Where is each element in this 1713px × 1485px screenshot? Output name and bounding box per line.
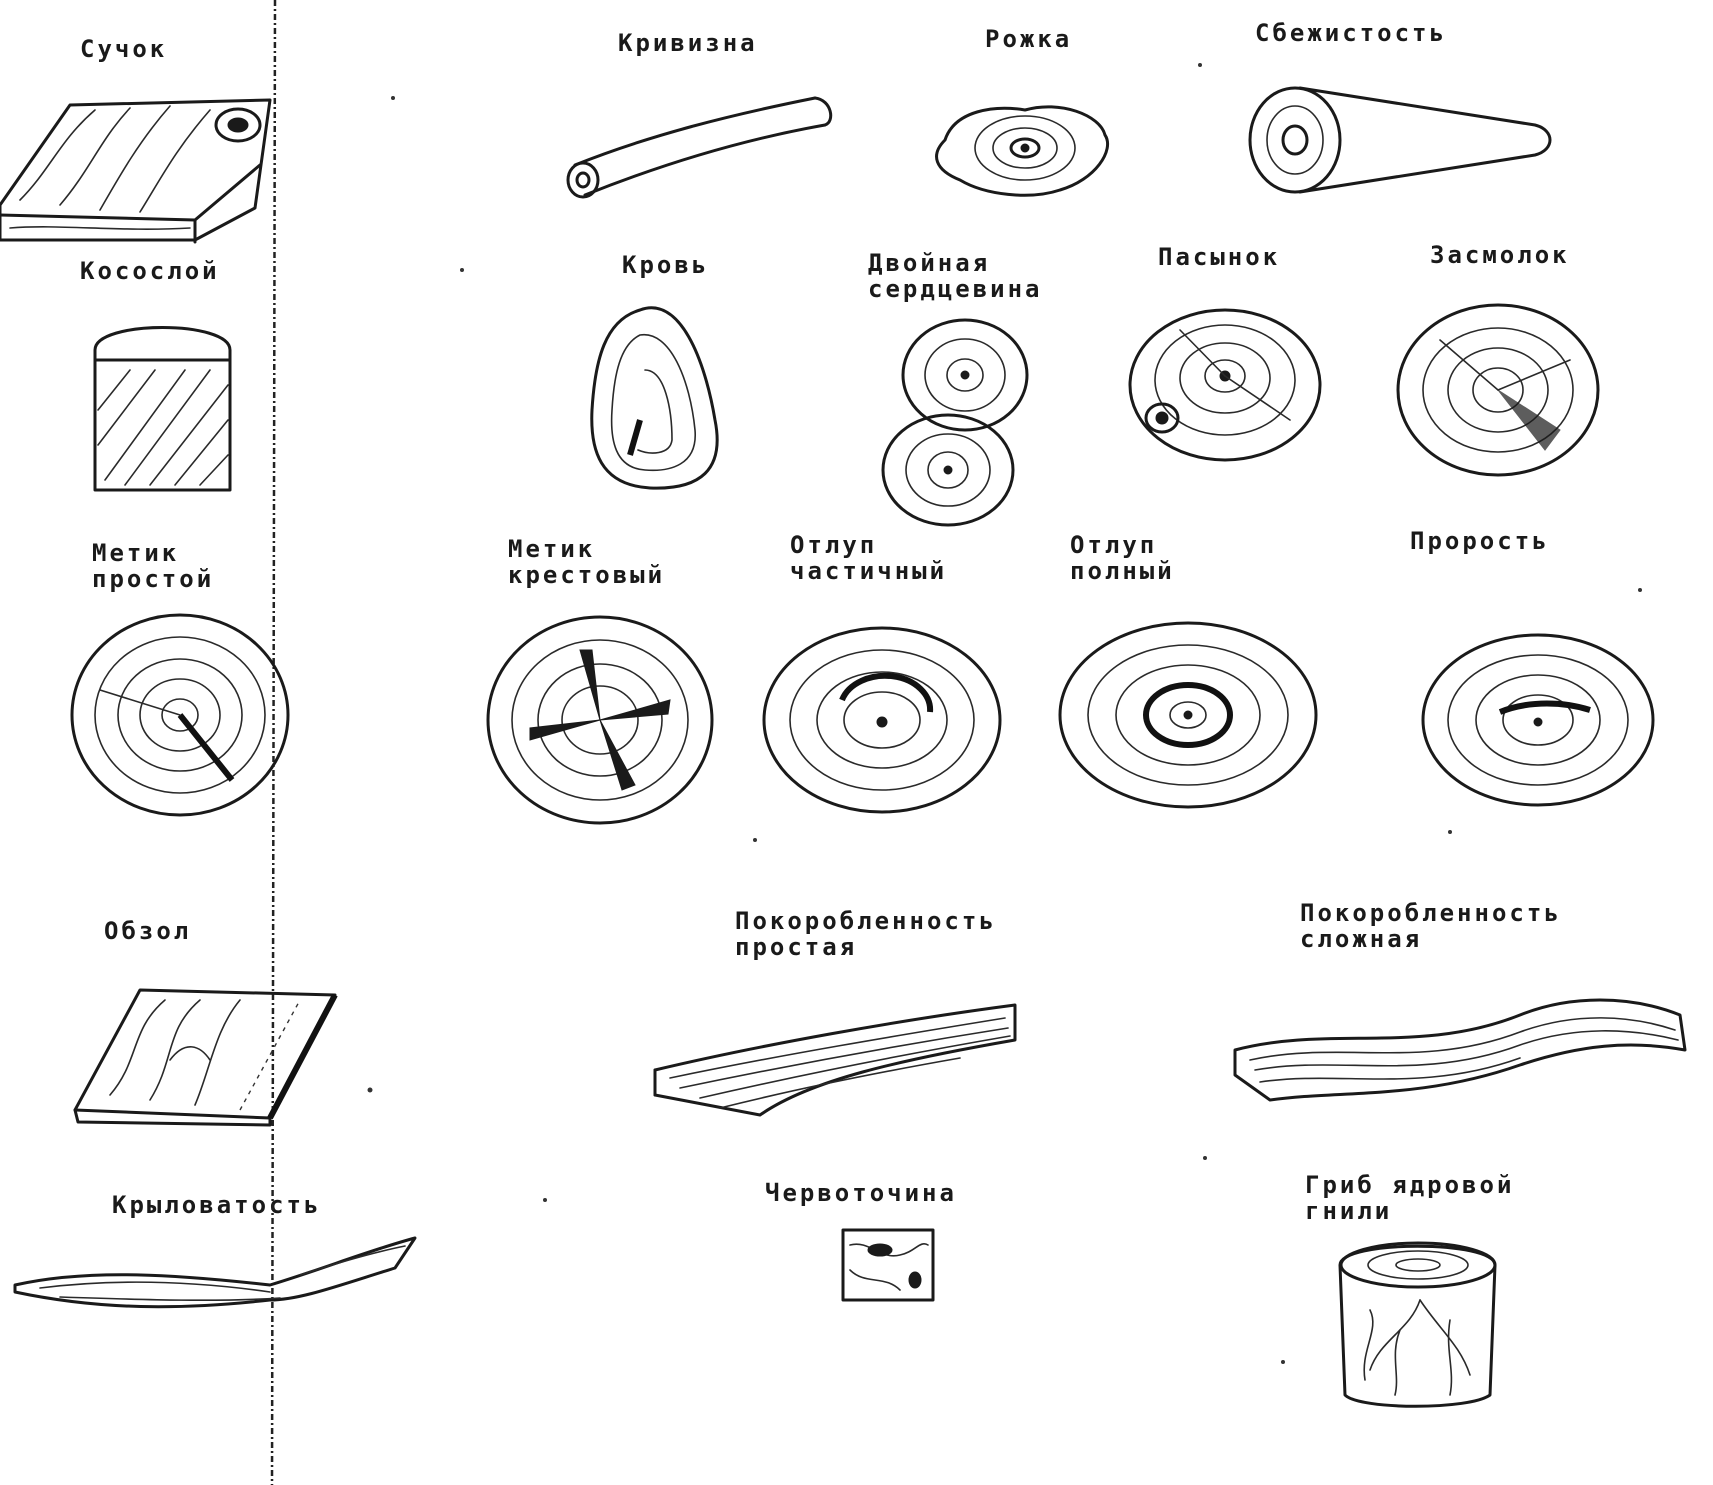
label-rogka: Рожка	[985, 25, 1073, 53]
label-simple-heart-shake: Метик простой	[92, 539, 215, 593]
wormhole-drawing	[841, 1228, 935, 1302]
label-full-ring-shake: Отлуп полный	[1070, 531, 1175, 585]
taper-log-drawing	[1248, 86, 1552, 194]
stepson-drawing	[1128, 308, 1322, 462]
label-curvature: Кривизна	[618, 29, 758, 57]
cross-heart-shake-drawing	[486, 615, 714, 825]
wane-drawing	[73, 988, 338, 1127]
blood-stain-drawing	[590, 306, 719, 490]
label-wormhole: Червоточина	[765, 1179, 957, 1207]
label-twist: Крыловатость	[112, 1191, 322, 1219]
label-resin: Засмолок	[1430, 241, 1570, 269]
label-heart-rot: Гриб ядровой гнили	[1305, 1171, 1515, 1225]
knot-board-drawing	[0, 98, 272, 244]
label-ingrown-bark: Прорость	[1410, 527, 1550, 555]
double-pith-drawing	[881, 318, 1029, 527]
ingrown-bark-drawing	[1421, 633, 1655, 807]
label-partial-ring-shake: Отлуп частичный	[790, 531, 948, 585]
resin-drawing	[1396, 303, 1600, 477]
simple-warp-drawing	[653, 1003, 1017, 1117]
twist-drawing	[13, 1236, 417, 1309]
label-cross-grain: Косослой	[80, 257, 220, 285]
cross-grain-drawing	[93, 326, 232, 492]
label-wane: Обзол	[104, 917, 192, 945]
label-knot: Сучок	[80, 35, 168, 63]
simple-heart-shake-drawing	[70, 613, 290, 817]
divider-line	[270, 0, 277, 1485]
curved-log-drawing	[566, 96, 833, 199]
label-double-pith: Двойная сердцевина	[868, 249, 1043, 303]
rogka-drawing	[935, 105, 1110, 197]
partial-ring-shake-drawing	[762, 626, 1002, 814]
label-simple-warp: Покоробленность простая	[735, 907, 997, 961]
label-blood-stain: Кровь	[622, 251, 710, 279]
complex-warp-drawing	[1233, 998, 1687, 1102]
heart-rot-drawing	[1338, 1241, 1497, 1408]
label-taper: Сбежистость	[1255, 19, 1447, 47]
label-stepson: Пасынок	[1158, 243, 1281, 271]
label-complex-warp: Покоробленность сложная	[1300, 899, 1562, 953]
full-ring-shake-drawing	[1058, 621, 1318, 809]
scan-noise	[367, 63, 1642, 1364]
label-cross-heart-shake: Метик крестовый	[508, 535, 666, 589]
